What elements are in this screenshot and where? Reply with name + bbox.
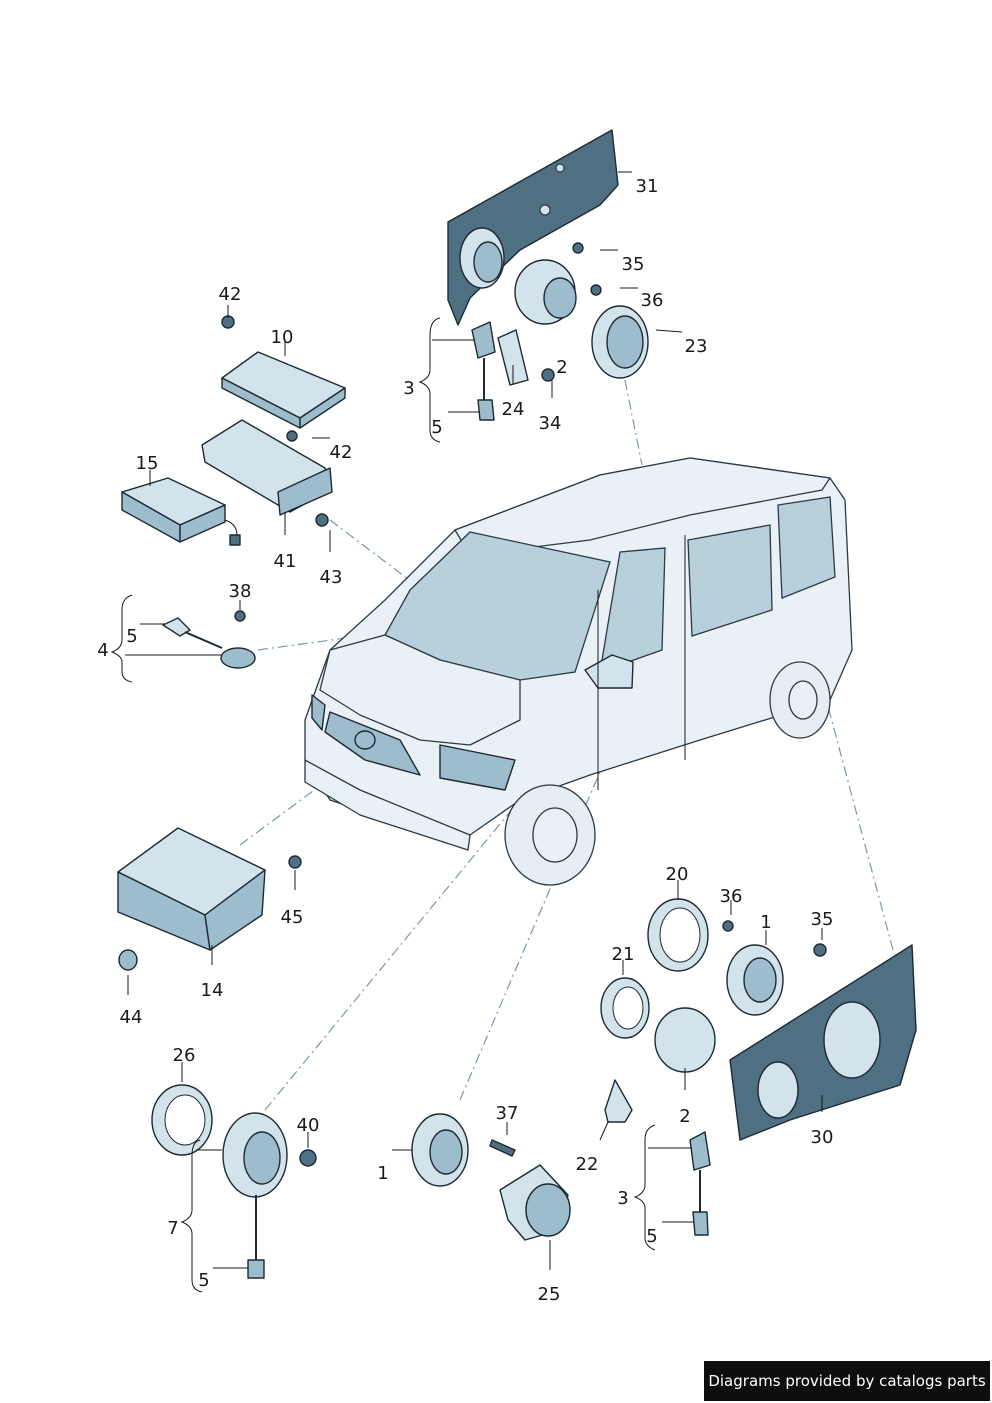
callout-15: 15 xyxy=(135,453,159,474)
rivet-37-part xyxy=(489,1139,516,1157)
callout-23: 23 xyxy=(684,336,708,357)
callout-42: 42 xyxy=(329,442,353,463)
screw-34-part xyxy=(541,368,555,382)
callout-36: 36 xyxy=(640,290,664,311)
callout-35: 35 xyxy=(810,909,834,930)
callout-3: 3 xyxy=(617,1188,629,1209)
van-illustration xyxy=(304,457,853,886)
callout-42: 42 xyxy=(218,284,242,305)
panel-31-part xyxy=(447,129,619,326)
ring-26-part xyxy=(151,1084,213,1156)
callout-7: 7 xyxy=(167,1218,179,1239)
callout-24: 24 xyxy=(501,399,525,420)
tweeter-assembly-lower xyxy=(689,1131,711,1236)
tweeter-assembly-upper xyxy=(471,321,496,421)
plug-44-part xyxy=(118,949,138,971)
amplifier-10-part xyxy=(221,351,346,429)
callout-1: 1 xyxy=(760,912,772,933)
callout-22: 22 xyxy=(575,1154,599,1175)
screw-35-lower-part xyxy=(813,943,827,957)
screw-43-part xyxy=(315,513,329,527)
callout-36: 36 xyxy=(719,886,743,907)
credit-banner: Diagrams provided by catalogs parts xyxy=(704,1361,990,1401)
callout-30: 30 xyxy=(810,1127,834,1148)
speaker-ring-23-part xyxy=(591,305,649,379)
callout-20: 20 xyxy=(665,864,689,885)
speaker-cup-2-part xyxy=(654,1007,716,1073)
screw-45-part xyxy=(288,855,302,869)
callout-40: 40 xyxy=(296,1115,320,1136)
housing-25-part xyxy=(499,1164,571,1241)
callout-2: 2 xyxy=(679,1106,691,1127)
nut-40-part xyxy=(299,1149,317,1167)
screw-35-part xyxy=(572,242,584,254)
callout-37: 37 xyxy=(495,1103,519,1124)
callout-26: 26 xyxy=(172,1045,196,1066)
ring-20-part xyxy=(647,898,709,972)
bracket-24-part xyxy=(497,329,529,386)
ring-21-part xyxy=(600,977,650,1039)
callout-4: 4 xyxy=(97,640,109,661)
bracket-41-part xyxy=(201,419,333,516)
callout-25: 25 xyxy=(537,1284,561,1305)
callout-5: 5 xyxy=(126,626,138,647)
callout-21: 21 xyxy=(611,944,635,965)
speaker-7-part xyxy=(222,1112,288,1279)
module-14-part xyxy=(117,827,266,951)
callout-5: 5 xyxy=(646,1226,658,1247)
speaker-1-right-part xyxy=(726,944,784,1016)
callout-38: 38 xyxy=(228,581,252,602)
screw-38-part xyxy=(234,610,246,622)
screw-36-part xyxy=(590,284,602,296)
bracket-22-part xyxy=(604,1079,633,1123)
antenna-4-part xyxy=(162,617,256,669)
control-unit-15-part xyxy=(121,477,241,546)
callout-43: 43 xyxy=(319,567,343,588)
callout-5: 5 xyxy=(431,417,443,438)
callout-1: 1 xyxy=(377,1163,389,1184)
speaker-1-left-part xyxy=(411,1113,469,1187)
callout-leaders xyxy=(110,171,823,1293)
screw-36-lower-part xyxy=(722,920,734,932)
callout-41: 41 xyxy=(273,551,297,572)
callout-2: 2 xyxy=(556,357,568,378)
callout-45: 45 xyxy=(280,907,304,928)
speaker-cup-part xyxy=(514,259,577,325)
callout-44: 44 xyxy=(119,1007,143,1028)
callout-35: 35 xyxy=(621,254,645,275)
panel-30-part xyxy=(729,944,917,1141)
callout-3: 3 xyxy=(403,378,415,399)
callout-31: 31 xyxy=(635,176,659,197)
callout-14: 14 xyxy=(200,980,224,1001)
screw-42-part xyxy=(286,430,298,442)
callout-34: 34 xyxy=(538,413,562,434)
callout-10: 10 xyxy=(270,327,294,348)
callout-5: 5 xyxy=(198,1270,210,1291)
